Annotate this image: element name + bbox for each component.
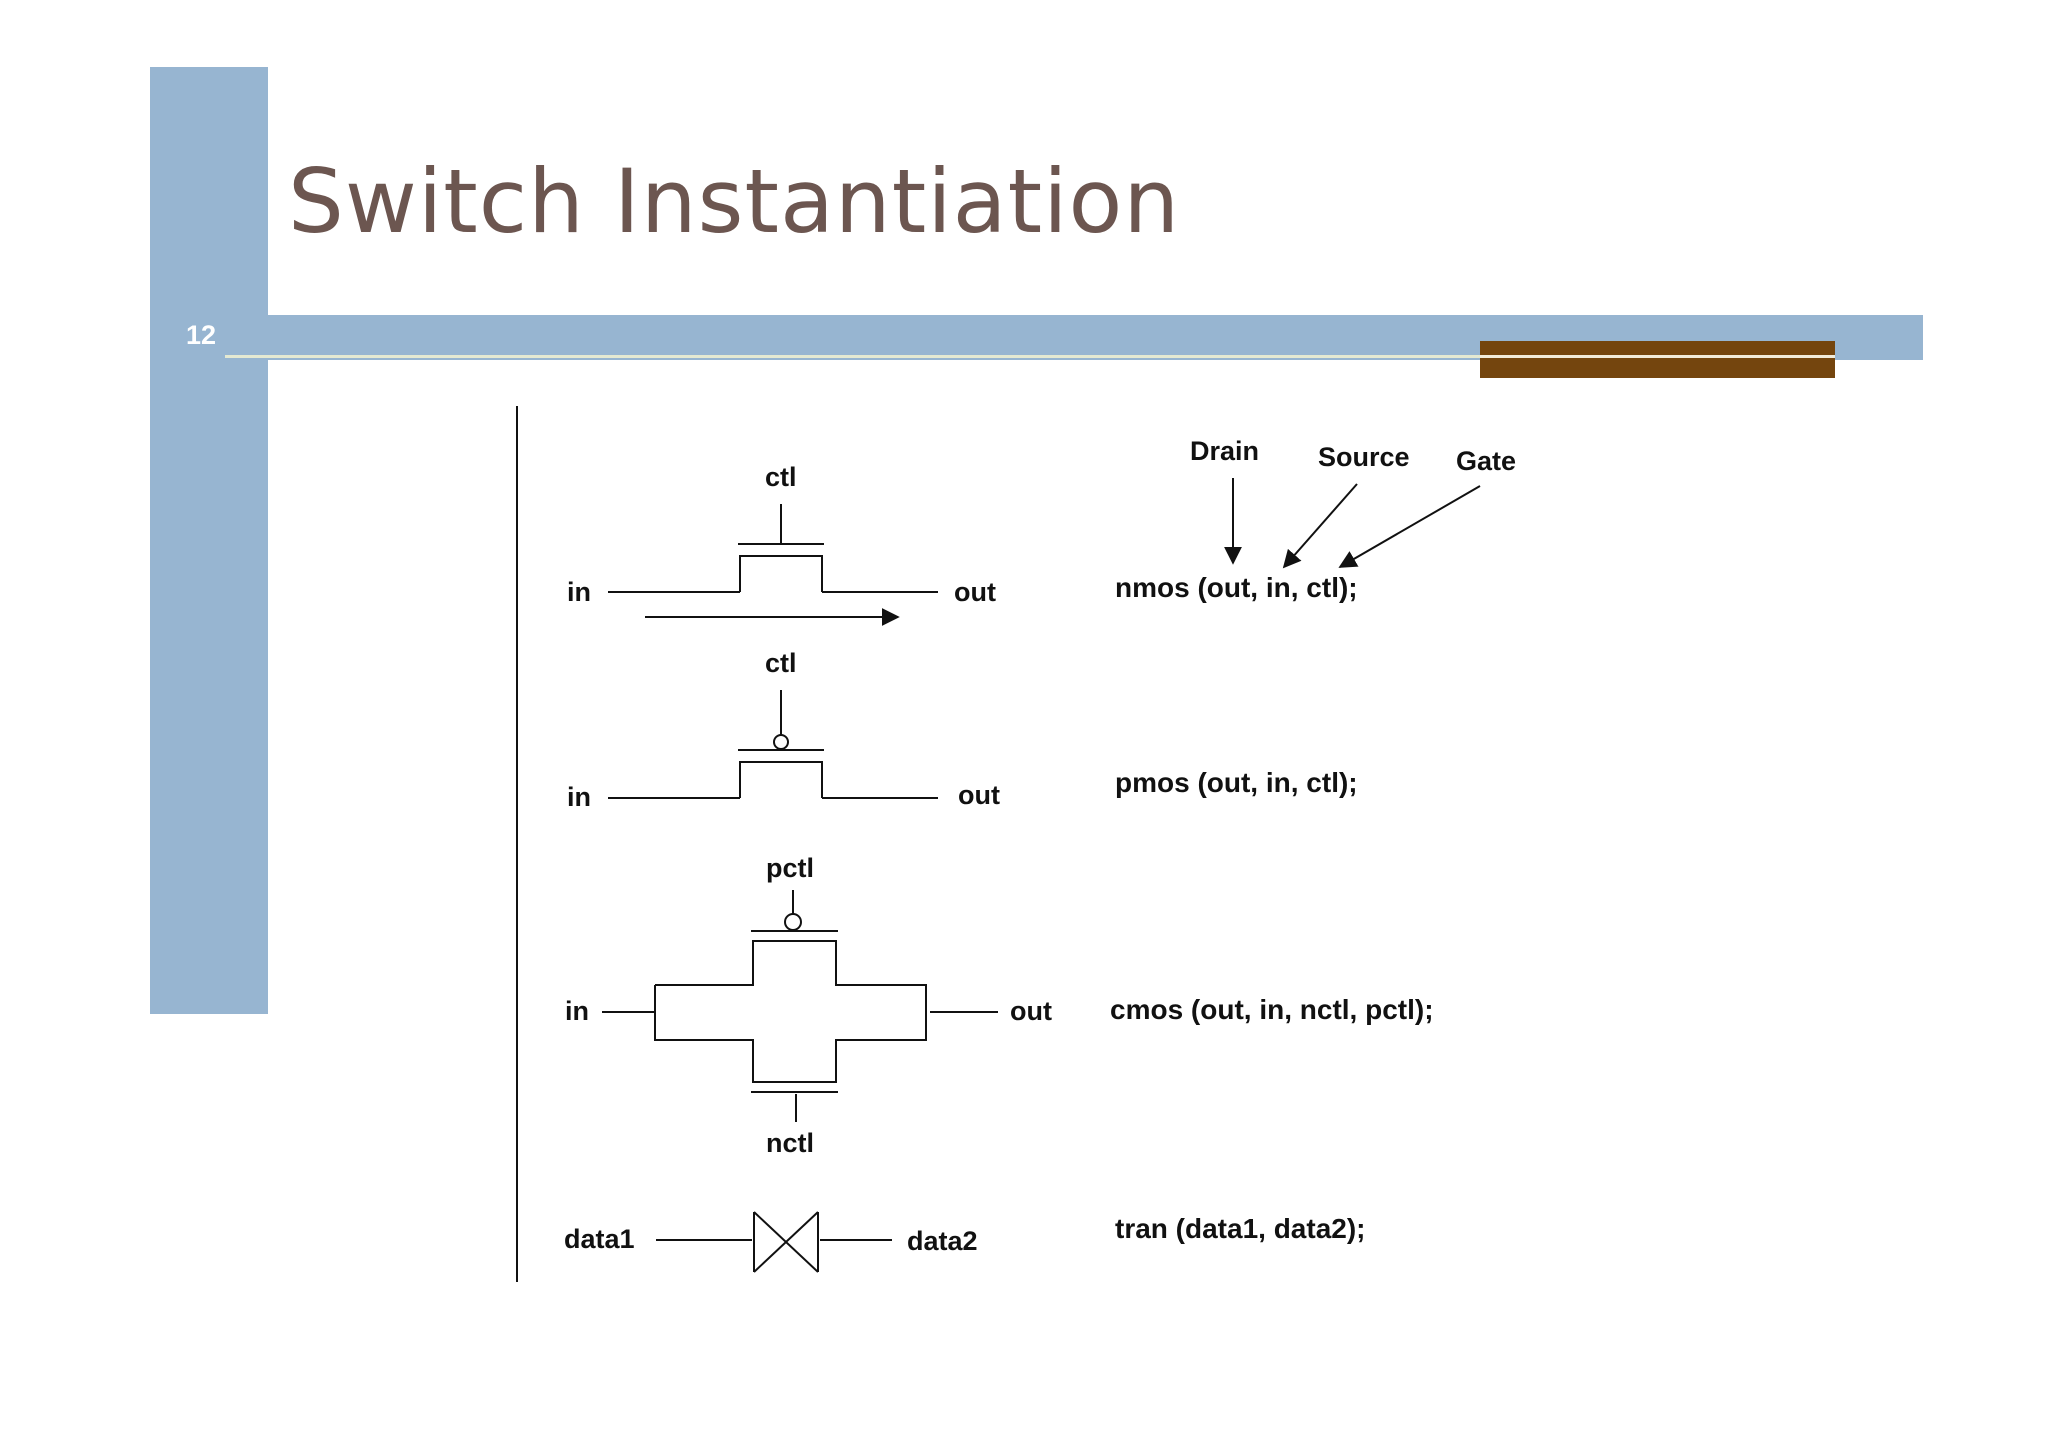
header-accent-block [1480,341,1835,378]
pmos-in-label: in [567,782,591,812]
tran-right-label: data2 [907,1226,978,1256]
pmos-code: pmos (out, in, ctl); [1115,767,1358,798]
cmos-out-label: out [1010,996,1052,1026]
slide-number: 12 [186,320,217,350]
cmos-symbol [602,890,998,1122]
header-rule [225,355,1480,358]
slide-title: Switch Instantiation [288,150,1181,253]
left-accent-bar [150,67,268,1014]
nmos-symbol [608,504,938,626]
drain-label: Drain [1190,436,1259,466]
pmos-gate-label: ctl [765,648,797,678]
nmos-in-label: in [567,577,591,607]
nmos-out-label: out [954,577,996,607]
header-accent-rule [1480,355,1835,358]
nmos-gate-label: ctl [765,462,797,492]
pmos-out-label: out [958,780,1000,810]
source-label: Source [1318,442,1410,472]
tran-code: tran (data1, data2); [1115,1213,1366,1244]
pmos-symbol [608,690,938,799]
nmos-code: nmos (out, in, ctl); [1115,572,1358,603]
tran-symbol [656,1211,892,1273]
cmos-code: cmos (out, in, nctl, pctl); [1110,994,1434,1025]
cmos-pgate-label: pctl [766,853,814,883]
cmos-in-label: in [565,996,589,1026]
gate-arrow [1338,485,1481,568]
tran-left-label: data1 [564,1224,635,1254]
cmos-ngate-label: nctl [766,1128,814,1158]
gate-label: Gate [1456,446,1516,476]
source-arrow [1282,483,1358,569]
